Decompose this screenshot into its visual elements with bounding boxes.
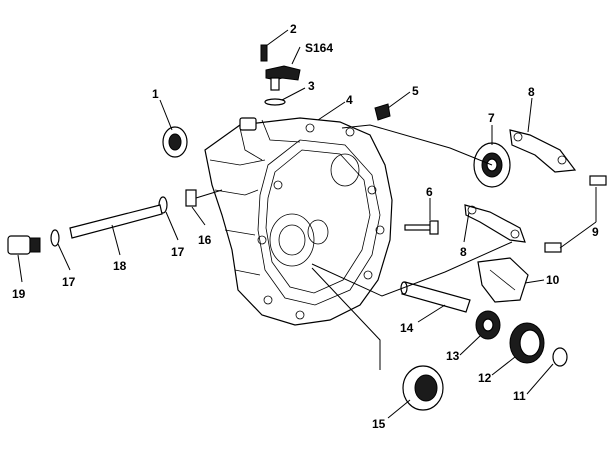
washer-17-left <box>50 229 60 247</box>
callout-7: 7 <box>488 111 495 125</box>
bolt-6 <box>404 220 439 235</box>
gear-12 <box>509 322 545 364</box>
o-ring-3 <box>264 98 286 106</box>
oil-deflector-10 <box>477 257 529 303</box>
callout-18: 18 <box>113 259 127 273</box>
bracket-8-upper <box>509 129 577 173</box>
callout-4: 4 <box>346 93 353 107</box>
callout-5: 5 <box>412 84 419 98</box>
callout-17-left: 17 <box>62 275 76 289</box>
bolt-9-lower <box>544 242 562 253</box>
shaft-14 <box>400 281 471 313</box>
callout-14: 14 <box>400 321 414 335</box>
transmission-housing <box>204 117 393 326</box>
plug-19 <box>7 235 41 255</box>
bearing-15 <box>402 365 444 411</box>
callout-s164: S164 <box>305 41 333 55</box>
shaft-18 <box>69 204 163 239</box>
callout-9: 9 <box>592 225 599 239</box>
bolt-9-upper <box>589 175 607 186</box>
speed-sensor-s164 <box>265 65 301 91</box>
callout-1: 1 <box>152 87 159 101</box>
callout-16: 16 <box>198 233 212 247</box>
callout-8-lower: 8 <box>460 245 467 259</box>
callout-19: 19 <box>12 287 26 301</box>
callout-12: 12 <box>478 371 492 385</box>
callout-11: 11 <box>513 389 526 403</box>
leader-lines <box>17 29 597 419</box>
callout-2: 2 <box>290 22 297 36</box>
callout-15: 15 <box>372 417 386 431</box>
callout-8-upper: 8 <box>528 85 535 99</box>
bolt-2 <box>260 44 268 62</box>
callout-13: 13 <box>446 349 460 363</box>
callout-3: 3 <box>308 79 315 93</box>
callout-17-right: 17 <box>171 245 185 259</box>
callout-6: 6 <box>426 185 433 199</box>
callout-labels: 1 2 S164 3 4 5 6 7 8 8 9 10 11 12 13 14 … <box>12 22 599 431</box>
seal-1 <box>162 126 188 158</box>
bracket-8-lower <box>464 204 526 243</box>
snap-ring-11 <box>552 347 568 367</box>
callout-10: 10 <box>546 273 560 287</box>
plug-5 <box>374 103 391 121</box>
bushing-16 <box>185 189 197 207</box>
needle-bearing-13 <box>475 310 501 340</box>
